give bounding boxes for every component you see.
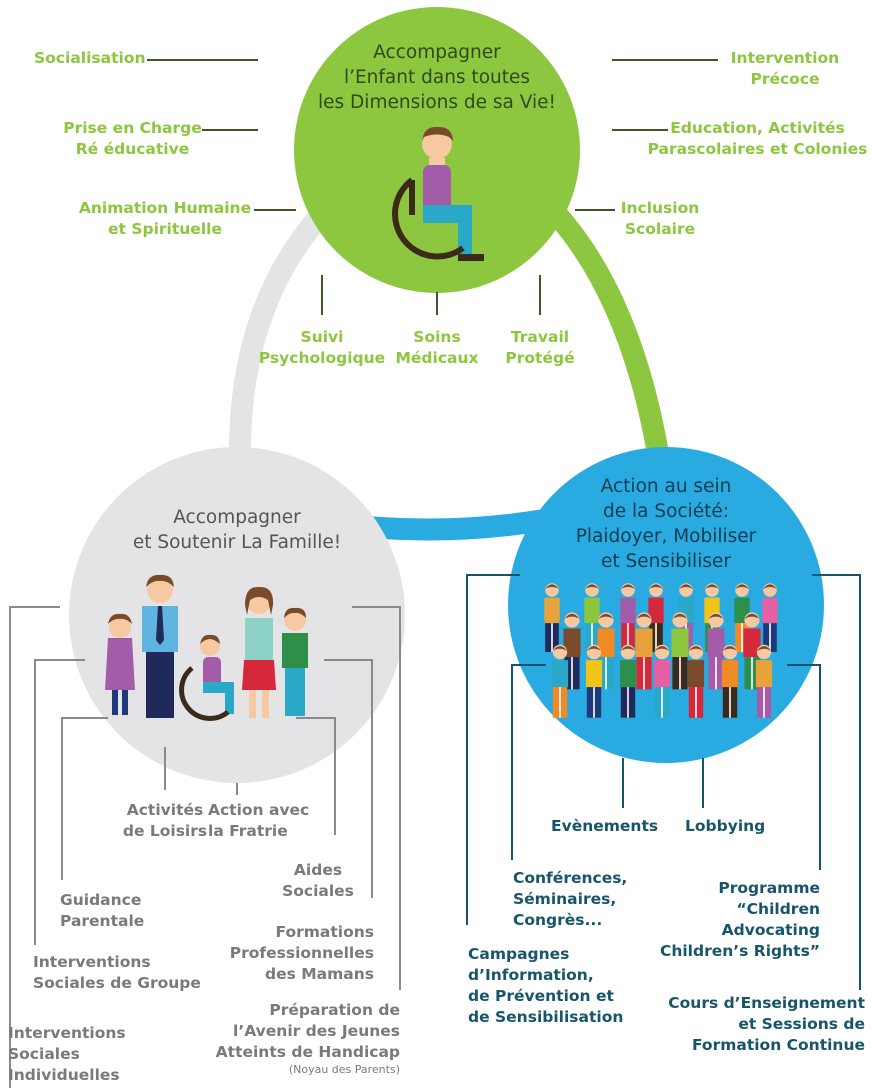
- label-campagnes: Campagnes d’Information, de Prévention e…: [468, 945, 624, 1026]
- label-fratrie: Action avec la Fratrie: [208, 801, 310, 840]
- label-travail: Travail Protégé: [505, 328, 575, 367]
- label-prise-en-charge: Prise en Charge Ré éducative: [63, 119, 202, 158]
- label-guidance: Guidance Parentale: [60, 891, 145, 930]
- right-circle-title: Action au sein de la Société: Plaidoyer,…: [575, 476, 757, 572]
- label-animation: Animation Humaine et Spirituelle: [78, 199, 252, 238]
- label-individuelles: Interventions Sociales Individuelles: [8, 1024, 126, 1084]
- label-preparation: Préparation de l’Avenir des Jeunes Attei…: [200, 1000, 400, 1076]
- family-icon: [105, 574, 308, 721]
- label-socialisation: Socialisation: [34, 49, 146, 67]
- label-programme: Programme “Children Advocating Children’…: [659, 879, 820, 960]
- left-circle-title: Accompagner et Soutenir La Famille!: [132, 507, 342, 553]
- label-education: Education, Activités Parascolaires et Co…: [647, 119, 868, 158]
- top-circle-title: Accompagner l’Enfant dans toutes les Dim…: [318, 42, 556, 113]
- label-aides: Aides Sociales: [282, 861, 354, 900]
- preparation-note: (Noyau des Parents): [288, 1063, 400, 1076]
- label-intervention: Intervention Précoce: [730, 49, 840, 88]
- wheelchair-person-icon: [392, 126, 484, 261]
- label-formations: Formations Professionnelles des Mamans: [229, 923, 374, 983]
- label-lobbying: Lobbying: [685, 817, 766, 835]
- label-soins: Soins Médicaux: [395, 328, 479, 367]
- label-evenements: Evènements: [551, 817, 659, 835]
- label-cours: Cours d’Enseignement et Sessions de Form…: [668, 994, 865, 1054]
- crowd-icon: [544, 583, 778, 718]
- label-inclusion: Inclusion Scolaire: [620, 199, 700, 238]
- label-groupe: Interventions Sociales de Groupe: [33, 953, 201, 992]
- label-conferences: Conférences, Séminaires, Congrès...: [513, 869, 628, 929]
- label-activites: Activités de Loisirs: [122, 801, 208, 840]
- preparation-text: Préparation de l’Avenir des Jeunes Attei…: [215, 1001, 400, 1061]
- label-suivi: Suivi Psychologique: [258, 328, 386, 367]
